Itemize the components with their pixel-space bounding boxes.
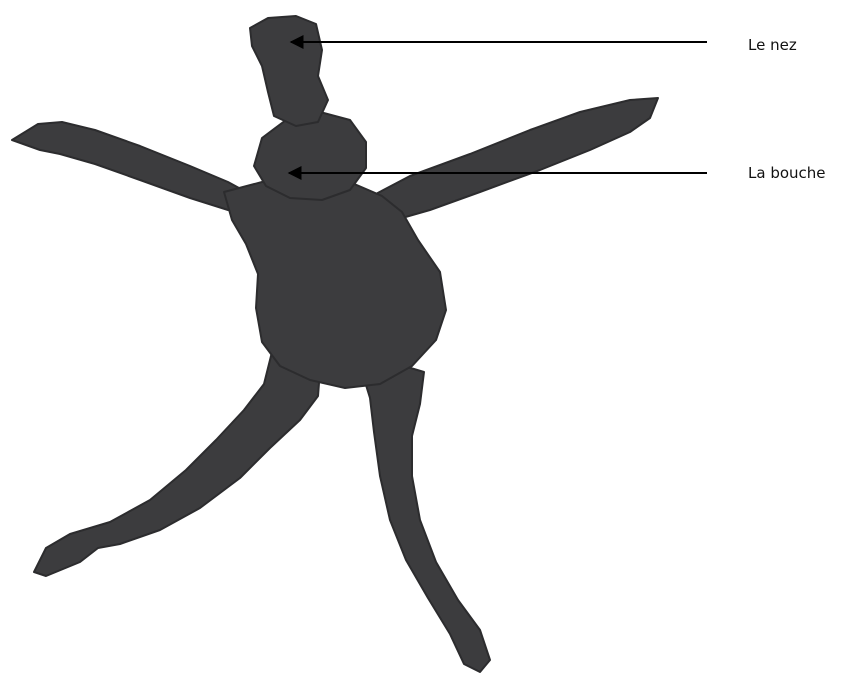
nose-label: Le nez	[748, 38, 797, 53]
nose-shape	[250, 16, 328, 126]
left-arm	[12, 122, 250, 214]
mouth-label: La bouche	[748, 166, 826, 181]
head	[254, 112, 366, 200]
creature-figure	[12, 16, 658, 672]
left-leg	[34, 352, 320, 576]
right-arm	[370, 98, 658, 220]
right-leg	[362, 366, 490, 672]
